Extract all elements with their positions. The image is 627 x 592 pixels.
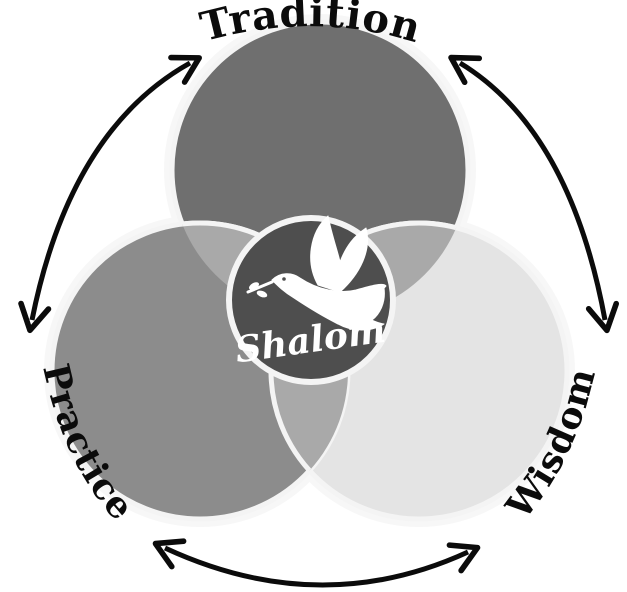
arrow-practice-wisdom xyxy=(165,548,468,585)
